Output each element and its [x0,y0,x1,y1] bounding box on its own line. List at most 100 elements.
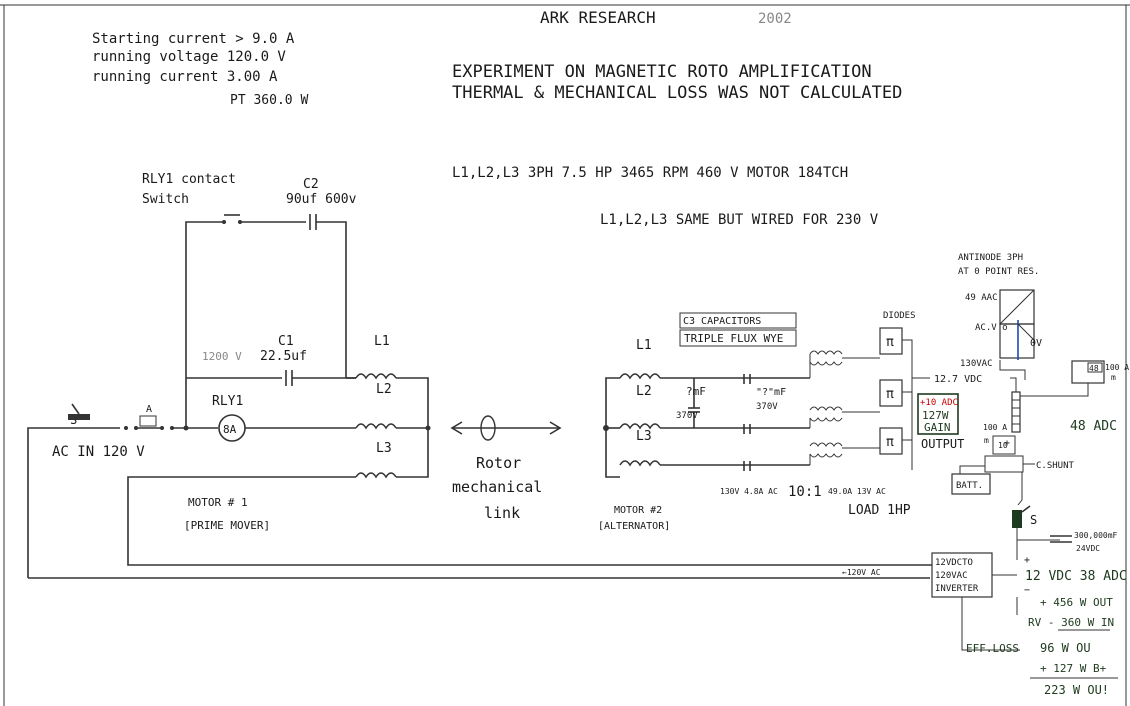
stat-starting-current: Starting current > 9.0 A [92,31,295,47]
battery-icon [951,473,991,495]
dc-bus [902,339,913,470]
w223-label: 223 W OU! [1044,683,1109,697]
c1-label: C1 [278,334,294,349]
w127b-label: + 127 W B+ [1040,662,1107,675]
w127-label: 127W [922,409,949,422]
diode-3: π [886,435,894,450]
alternator-label: [ALTERNATOR] [598,521,670,532]
alt-coil-l2-icon [619,423,661,430]
adc-10-label: +10 ADC [920,398,958,408]
a100-label: 100 A [983,423,1007,432]
ac-in-label: AC IN 120 V [52,444,145,460]
antinode-ramp [999,289,1035,325]
stat-running-voltage: running voltage 120.0 V [92,49,286,65]
minus-terminal: − [1024,585,1030,596]
adc-48-label: 48 ADC [1070,419,1117,434]
mf-300000-label: 300,000mF [1074,531,1118,540]
coil-l1-icon [355,373,397,380]
vac-120-arrow: ←120V AC [842,568,881,577]
ammeter-48-window [1087,362,1103,373]
vdc-12-label: 12 VDC 38 ADC [1025,569,1127,584]
switch-s-icon [1012,510,1022,528]
wire-to-shunt [1010,377,1017,392]
prime-mover-label: [PRIME MOVER] [184,519,270,532]
vac-49-label: 49 AAC [965,293,998,303]
batt-label: BATT. [956,481,983,491]
relay-switch-icon [222,214,242,224]
amp-100-label: 100 A [1105,363,1129,372]
rotor-label: Rotor [476,454,521,472]
load-label: LOAD 1HP [848,503,911,518]
l2-label: L2 [376,382,392,397]
ammeter-a-icon [124,415,174,430]
capacitor-icon [743,374,751,471]
c1-value: 22.5uf [260,349,307,364]
wire-antinode [999,360,1026,380]
toggle-switch-icon [68,403,90,420]
v49-label: 49.0A 13V AC [828,487,886,496]
alt-l1-label: L1 [636,338,652,353]
plus-terminal: + [1024,555,1030,566]
coil-l3-icon [355,472,397,479]
cap1-voltage: 370V [676,411,698,421]
junction-dot [603,425,609,431]
big-capacitor-icon [1050,535,1072,543]
vac-130-label: 130VAC [960,359,993,369]
c3-capacitors-label: C3 CAPACITORS [683,316,761,327]
shunt-bar-icon [1011,391,1021,433]
c3-capacitors-box [679,312,797,347]
c2-label: C2 [303,177,319,192]
rly1-amp: 8A [223,423,237,436]
out-456-label: + 456 W OUT [1040,596,1113,609]
cap2-label: "?"mF [756,387,786,398]
inverter-line-2: 120VAC [935,571,968,581]
link-label: link [484,504,520,522]
alt-coil-l3-icon [619,460,661,467]
wire-c2-right [316,221,347,378]
antinode-label-1: ANTINODE 3PH [958,253,1023,263]
meter-10: 10 [998,441,1008,450]
wire-inverter-feedback [961,597,1020,651]
gain-box [917,393,959,435]
s2-label: S [1030,513,1037,527]
switch-label: Switch [142,192,189,207]
junction-dot [425,425,431,431]
coil-l2-icon [355,423,397,430]
wire-ac-left [27,427,120,578]
diode-bridge-icon [879,327,903,455]
acv-label: AC.V o [975,323,1008,333]
m2-label: m [984,436,989,445]
ammeter-10-icon [992,435,1016,455]
alt-l3-label: L3 [636,429,652,444]
title-line-1: EXPERIMENT ON MAGNETIC ROTO AMPLIFICATIO… [452,62,872,82]
inverter-line-3: INVERTER [935,584,979,594]
rly1-contact-label: RLY1 contact [142,172,236,187]
stat-running-current: running current 3.00 A [92,69,278,85]
capacitor-icon [688,378,700,428]
diode-2: π [886,387,894,402]
motor1-label: MOTOR # 1 [188,496,248,509]
rly1-label: RLY1 [212,394,243,409]
eff-loss-label: EFF.LOSS [966,642,1019,655]
in-360-label: RV - 360 W IN [1028,616,1114,629]
antinode-meter-lower [999,323,1035,359]
vdc-127-label: 12.7 VDC [934,374,982,385]
cap2-voltage: 370V [756,402,778,412]
wire-48-meter [1016,383,1089,397]
year-label: 2002 [758,11,792,27]
diodes-label: DIODES [883,311,916,321]
w96-label: 96 W OU [1040,641,1091,655]
transformer-icon [809,350,843,465]
ratio-label: 10:1 [788,484,822,500]
antinode-label-2: AT 0 POINT RES. [958,267,1039,277]
wire-top-left [185,221,222,378]
plus-sign: + [1004,438,1010,449]
wire-return [127,476,940,566]
alt-l2-label: L2 [636,384,652,399]
stat-pt: PT 360.0 W [230,93,308,108]
motor2-label: MOTOR #2 [614,505,662,516]
triple-flux-label: TRIPLE FLUX WYE [684,332,783,345]
org-title: ARK RESEARCH [540,8,656,27]
zero-line [1017,323,1035,341]
